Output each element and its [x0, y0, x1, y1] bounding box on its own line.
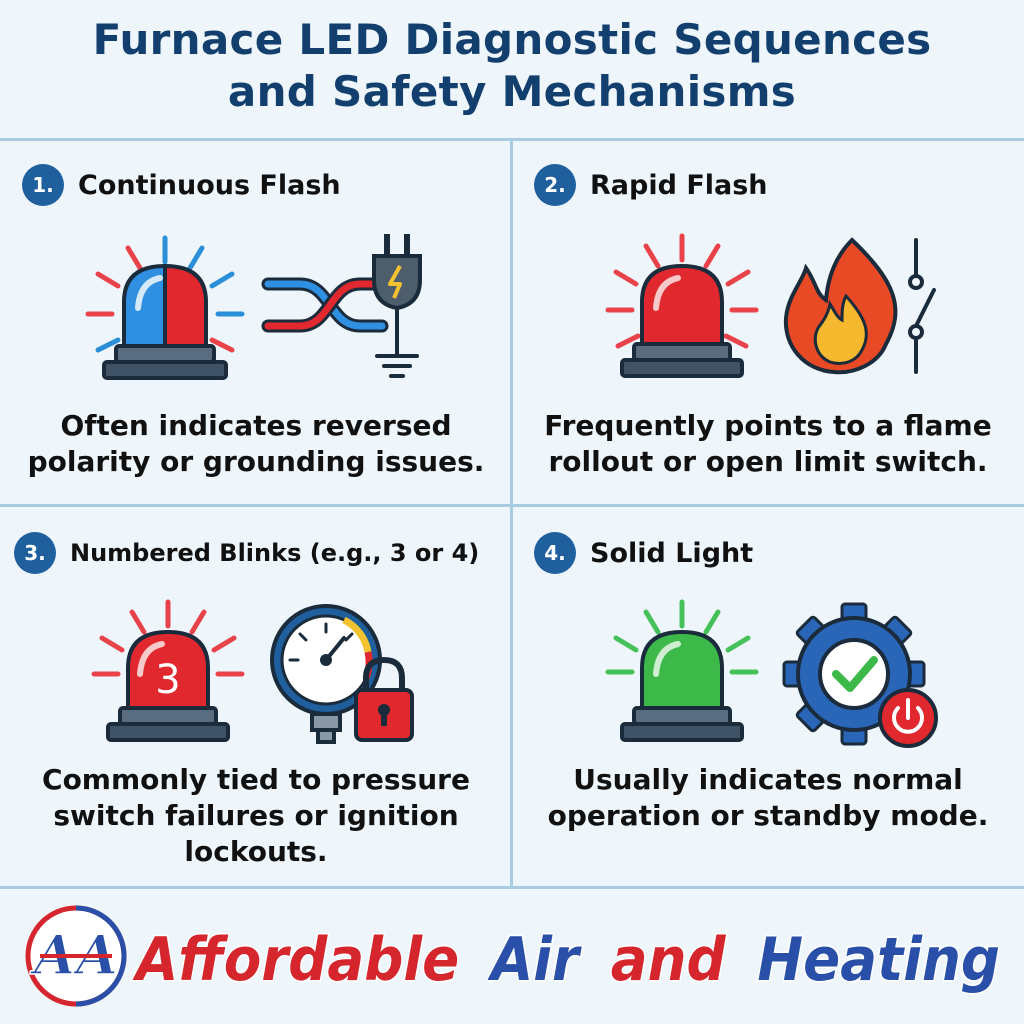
cell-description: Often indicates reversed polarity or gro…: [27, 409, 485, 478]
power-plug-icon: [372, 234, 422, 356]
cell-header: 4. Solid Light: [534, 532, 753, 574]
gear-check-icon: [782, 602, 926, 746]
cell-numbered-blinks: 3. Numbered Blinks (e.g., 3 or 4) 3: [0, 506, 512, 886]
cell-header: 1. Continuous Flash: [22, 164, 341, 206]
green-alarm-light-icon: [620, 629, 744, 742]
flame-icon: [783, 237, 898, 375]
cell-title: Continuous Flash: [78, 169, 341, 201]
brand-word: Air: [487, 925, 582, 995]
cell-description: Frequently points to a flame rollout or …: [544, 409, 992, 478]
cell-3-icons: 3: [91, 599, 414, 744]
cell-description: Usually indicates normal operation or st…: [547, 763, 989, 832]
cell-header: 3. Numbered Blinks (e.g., 3 or 4): [14, 532, 479, 574]
title-line-1: Furnace LED Diagnostic Sequences: [92, 15, 932, 64]
red-alarm-light-icon: [620, 263, 744, 378]
alarm-rays-icon: [605, 233, 759, 349]
company-logo: AA Affordable Air and Heating: [25, 905, 1002, 1007]
company-name: Affordable Air and Heating: [132, 925, 1000, 995]
footer: AA Affordable Air and Heating: [0, 888, 1024, 1024]
cell-solid-light: 4. Solid Light: [512, 506, 1024, 886]
red-alarm-light-icon: 3: [106, 629, 230, 742]
brand-word: and: [611, 925, 727, 995]
cell-1-icons: [85, 234, 422, 380]
aa-monogram-icon: AA: [25, 905, 127, 1007]
alarm-rays-icon: [605, 599, 759, 675]
grid-line-top: [0, 138, 1024, 141]
grid-line-vertical: [510, 140, 513, 888]
cell-header: 2. Rapid Flash: [534, 164, 768, 206]
cell-continuous-flash: 1. Continuous Flash: [0, 140, 512, 510]
open-switch-icon: [908, 238, 936, 374]
ground-symbol-icon: [375, 354, 419, 378]
step-badge: 4.: [534, 532, 576, 574]
cell-title: Rapid Flash: [590, 169, 768, 201]
alarm-rays-icon: [91, 599, 245, 677]
padlock-icon: [354, 656, 414, 742]
cell-title: Numbered Blinks (e.g., 3 or 4): [70, 539, 480, 567]
cell-rapid-flash: 2. Rapid Flash: [512, 140, 1024, 510]
brand-word: Heating: [757, 925, 1000, 995]
power-button-icon: [878, 688, 938, 748]
cell-description: Commonly tied to pressure switch failure…: [42, 763, 470, 868]
cell-2-icons: [605, 233, 936, 378]
brand-word: Affordable: [132, 925, 459, 995]
step-badge: 2.: [534, 164, 576, 206]
crossed-wires-icon: [261, 277, 389, 333]
step-badge: 3.: [14, 532, 56, 574]
blue-red-alarm-light-icon: [102, 263, 228, 380]
blink-count-label: 3: [155, 657, 180, 703]
cell-4-icons: [605, 599, 938, 748]
step-badge: 1.: [22, 164, 64, 206]
page-title: Furnace LED Diagnostic Sequences and Saf…: [0, 14, 1024, 118]
title-line-2: and Safety Mechanisms: [227, 67, 797, 116]
cell-title: Solid Light: [590, 537, 754, 569]
alarm-rays-icon: [85, 235, 245, 353]
